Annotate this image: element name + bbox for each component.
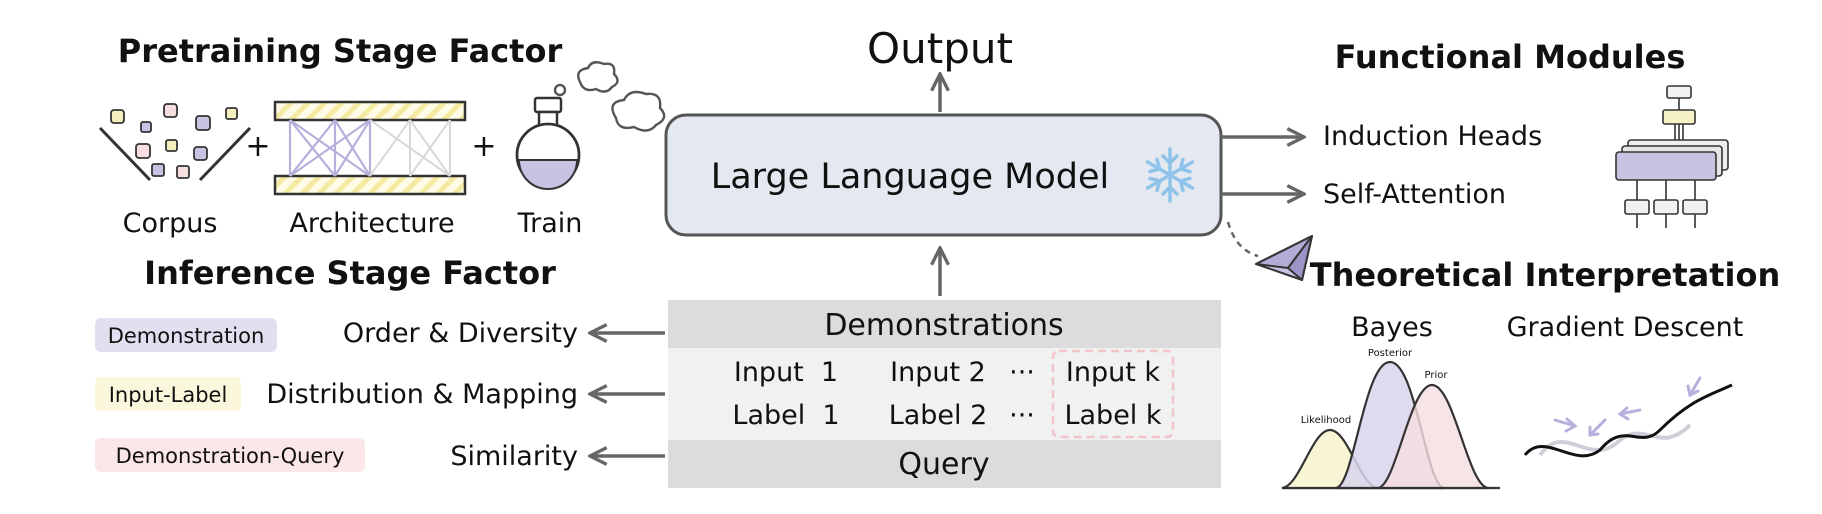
functional-section: Functional Modules Induction Heads Self-… (1221, 38, 1729, 228)
bayes-curves (1281, 360, 1500, 490)
tag-demo-query-bg (95, 438, 365, 472)
demonstrations-label: Demonstrations (824, 308, 1063, 343)
pretraining-section: Pretraining Stage Factor + (98, 32, 666, 239)
pretraining-item-corpus: Corpus (123, 208, 218, 239)
query-band (668, 440, 1221, 488)
tag-demonstration-query: Demonstration-Query (116, 444, 345, 468)
label-2: Label 2 (889, 400, 988, 431)
plus-sign-2: + (471, 129, 496, 164)
output-label: Output (867, 24, 1013, 73)
llm-section: Output Large Language Model Demonstratio… (664, 24, 1223, 488)
loss-landscape-curve (1523, 383, 1733, 458)
module-self-attention: Self-Attention (1323, 179, 1506, 210)
inference-title: Inference Stage Factor (144, 254, 556, 292)
factor-similarity: Similarity (450, 441, 578, 472)
functional-title: Functional Modules (1335, 38, 1686, 76)
corpus-icon (98, 103, 252, 182)
paper-plane-icon (1255, 235, 1313, 281)
label-k: Label k (1064, 400, 1161, 431)
gradient-descent-curves (1523, 376, 1733, 458)
tag-demonstration-bg (95, 318, 277, 352)
query-label: Query (898, 447, 989, 482)
input-1: Input 1 (734, 357, 838, 388)
curve-label-posterior: Posterior (1368, 348, 1413, 359)
pretraining-title: Pretraining Stage Factor (118, 32, 563, 70)
flask-icon (515, 96, 581, 190)
pretraining-item-architecture: Architecture (289, 208, 454, 239)
factor-order-diversity: Order & Diversity (343, 318, 578, 349)
input-k: Input k (1066, 357, 1160, 388)
llm-label: Large Language Model (711, 157, 1110, 197)
transformer-block-icon (1615, 85, 1729, 228)
prior-curve (1377, 383, 1489, 490)
label-ellipsis: ··· (1009, 400, 1035, 431)
demonstrations-band (668, 300, 1221, 348)
module-induction-heads: Induction Heads (1323, 121, 1542, 152)
demonstrations-rows-bg (668, 348, 1221, 440)
theory-title: Theoretical Interpretation (1310, 256, 1781, 294)
plus-sign-1: + (245, 129, 270, 164)
cloud-puff-icon (553, 61, 666, 132)
tag-input-label-bg (95, 377, 241, 411)
dashed-connector (1226, 221, 1259, 258)
pretraining-item-train: Train (517, 208, 583, 239)
highlight-k-box (1051, 349, 1175, 439)
input-2: Input 2 (890, 357, 986, 388)
llm-box (664, 113, 1223, 237)
tag-input-label: Input-Label (109, 383, 228, 407)
factor-distribution-mapping: Distribution & Mapping (266, 379, 578, 410)
curve-label-likelihood: Likelihood (1301, 415, 1351, 426)
architecture-icon (273, 100, 467, 196)
theory-gradient-descent: Gradient Descent (1507, 312, 1744, 343)
snowflake-icon (1145, 147, 1195, 203)
inference-section: Inference Stage Factor Demonstration Ord… (95, 254, 665, 472)
label-1: Label 1 (732, 400, 839, 431)
tag-demonstration: Demonstration (108, 324, 265, 348)
curve-label-prior: Prior (1425, 370, 1449, 381)
theory-bayes: Bayes (1351, 312, 1433, 343)
theory-section: Theoretical Interpretation Bayes Gradien… (1226, 221, 1781, 490)
input-ellipsis: ··· (1009, 357, 1035, 388)
